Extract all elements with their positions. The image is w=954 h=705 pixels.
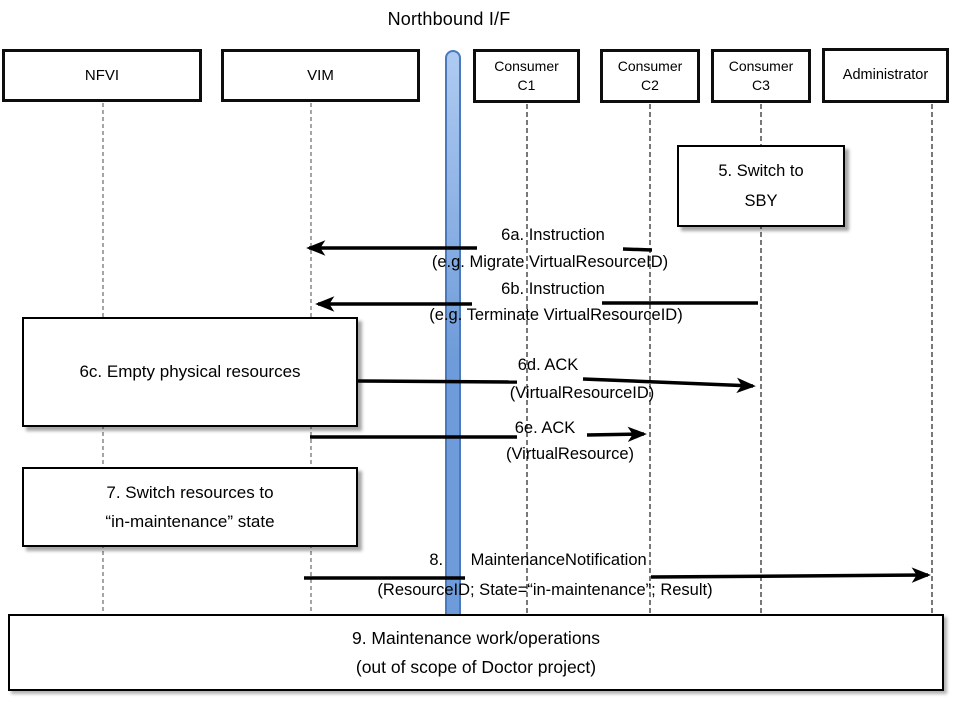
callout-step9-line1: 9. Maintenance work/operations [351, 627, 601, 648]
message-8-title: 8. MaintenanceNotification [429, 551, 647, 569]
actor-label-administrator: Administrator [842, 67, 929, 83]
callout-step5-line1: 5. Switch to [718, 162, 804, 180]
callout-step7-switch-resources: 7. Switch resources to “in-maintenance” … [22, 467, 358, 547]
callout-step9-line2: (out of scope of Doctor project) [355, 656, 597, 677]
message-6b-detail: (e.g. Terminate VirtualResourceID) [429, 306, 683, 324]
actor-box-vim: VIM [221, 49, 420, 102]
northbound-if-activation-bar [445, 50, 461, 614]
callout-step7-line2: “in-maintenance” state [105, 512, 275, 531]
actor-box-nfvi: NFVI [2, 49, 202, 102]
callout-step6c-empty-physical-resources: 6c. Empty physical resources [22, 317, 358, 427]
actor-label-consumer: Consumer [728, 58, 794, 74]
actor-box-consumer-c1: Consumer C1 [473, 49, 580, 103]
actor-label-c3: C3 [752, 77, 770, 93]
callout-step6c-text: 6c. Empty physical resources [79, 362, 301, 381]
arrow-6d-ack-tail [357, 379, 518, 384]
callout-step5-switch-to-sby: 5. Switch to SBY [677, 145, 845, 227]
actor-label-nfvi: NFVI [84, 67, 120, 84]
actor-label-vim: VIM [307, 67, 334, 84]
arrow-8-maintenance-notification [650, 567, 931, 583]
message-6e-title: 6e. ACK [514, 419, 576, 437]
message-6e-detail: (VirtualResource) [505, 445, 635, 463]
message-6d-title: 6d. ACK [517, 356, 579, 374]
message-6a-title: 6a. Instruction [501, 226, 605, 244]
actor-label-consumer: Consumer [617, 58, 683, 74]
callout-step5-line2: SBY [744, 192, 778, 210]
message-8-detail: (ResourceID; State=“in-maintenance”; Res… [377, 581, 713, 599]
actor-box-consumer-c2: Consumer C2 [600, 49, 700, 103]
diagram-title: Northbound I/F [387, 9, 511, 29]
actor-label-c1: C1 [517, 77, 536, 93]
arrow-6a-instruction-tail [622, 247, 653, 252]
callout-step7-line1: 7. Switch resources to [106, 483, 274, 502]
callout-step9-maintenance-work: 9. Maintenance work/operations (out of s… [8, 614, 944, 691]
message-6a-detail: (e.g. Migrate VirtualResourceID) [431, 253, 669, 271]
message-6b-title: 6b. Instruction [501, 280, 605, 298]
actor-label-c2: C2 [641, 77, 659, 93]
message-6d-detail: (VirtualResourceID) [509, 384, 655, 402]
actor-box-administrator: Administrator [822, 48, 949, 103]
arrow-6e-ack [586, 426, 647, 442]
actor-box-consumer-c3: Consumer C3 [711, 49, 811, 103]
actor-label-consumer: Consumer [494, 58, 559, 74]
